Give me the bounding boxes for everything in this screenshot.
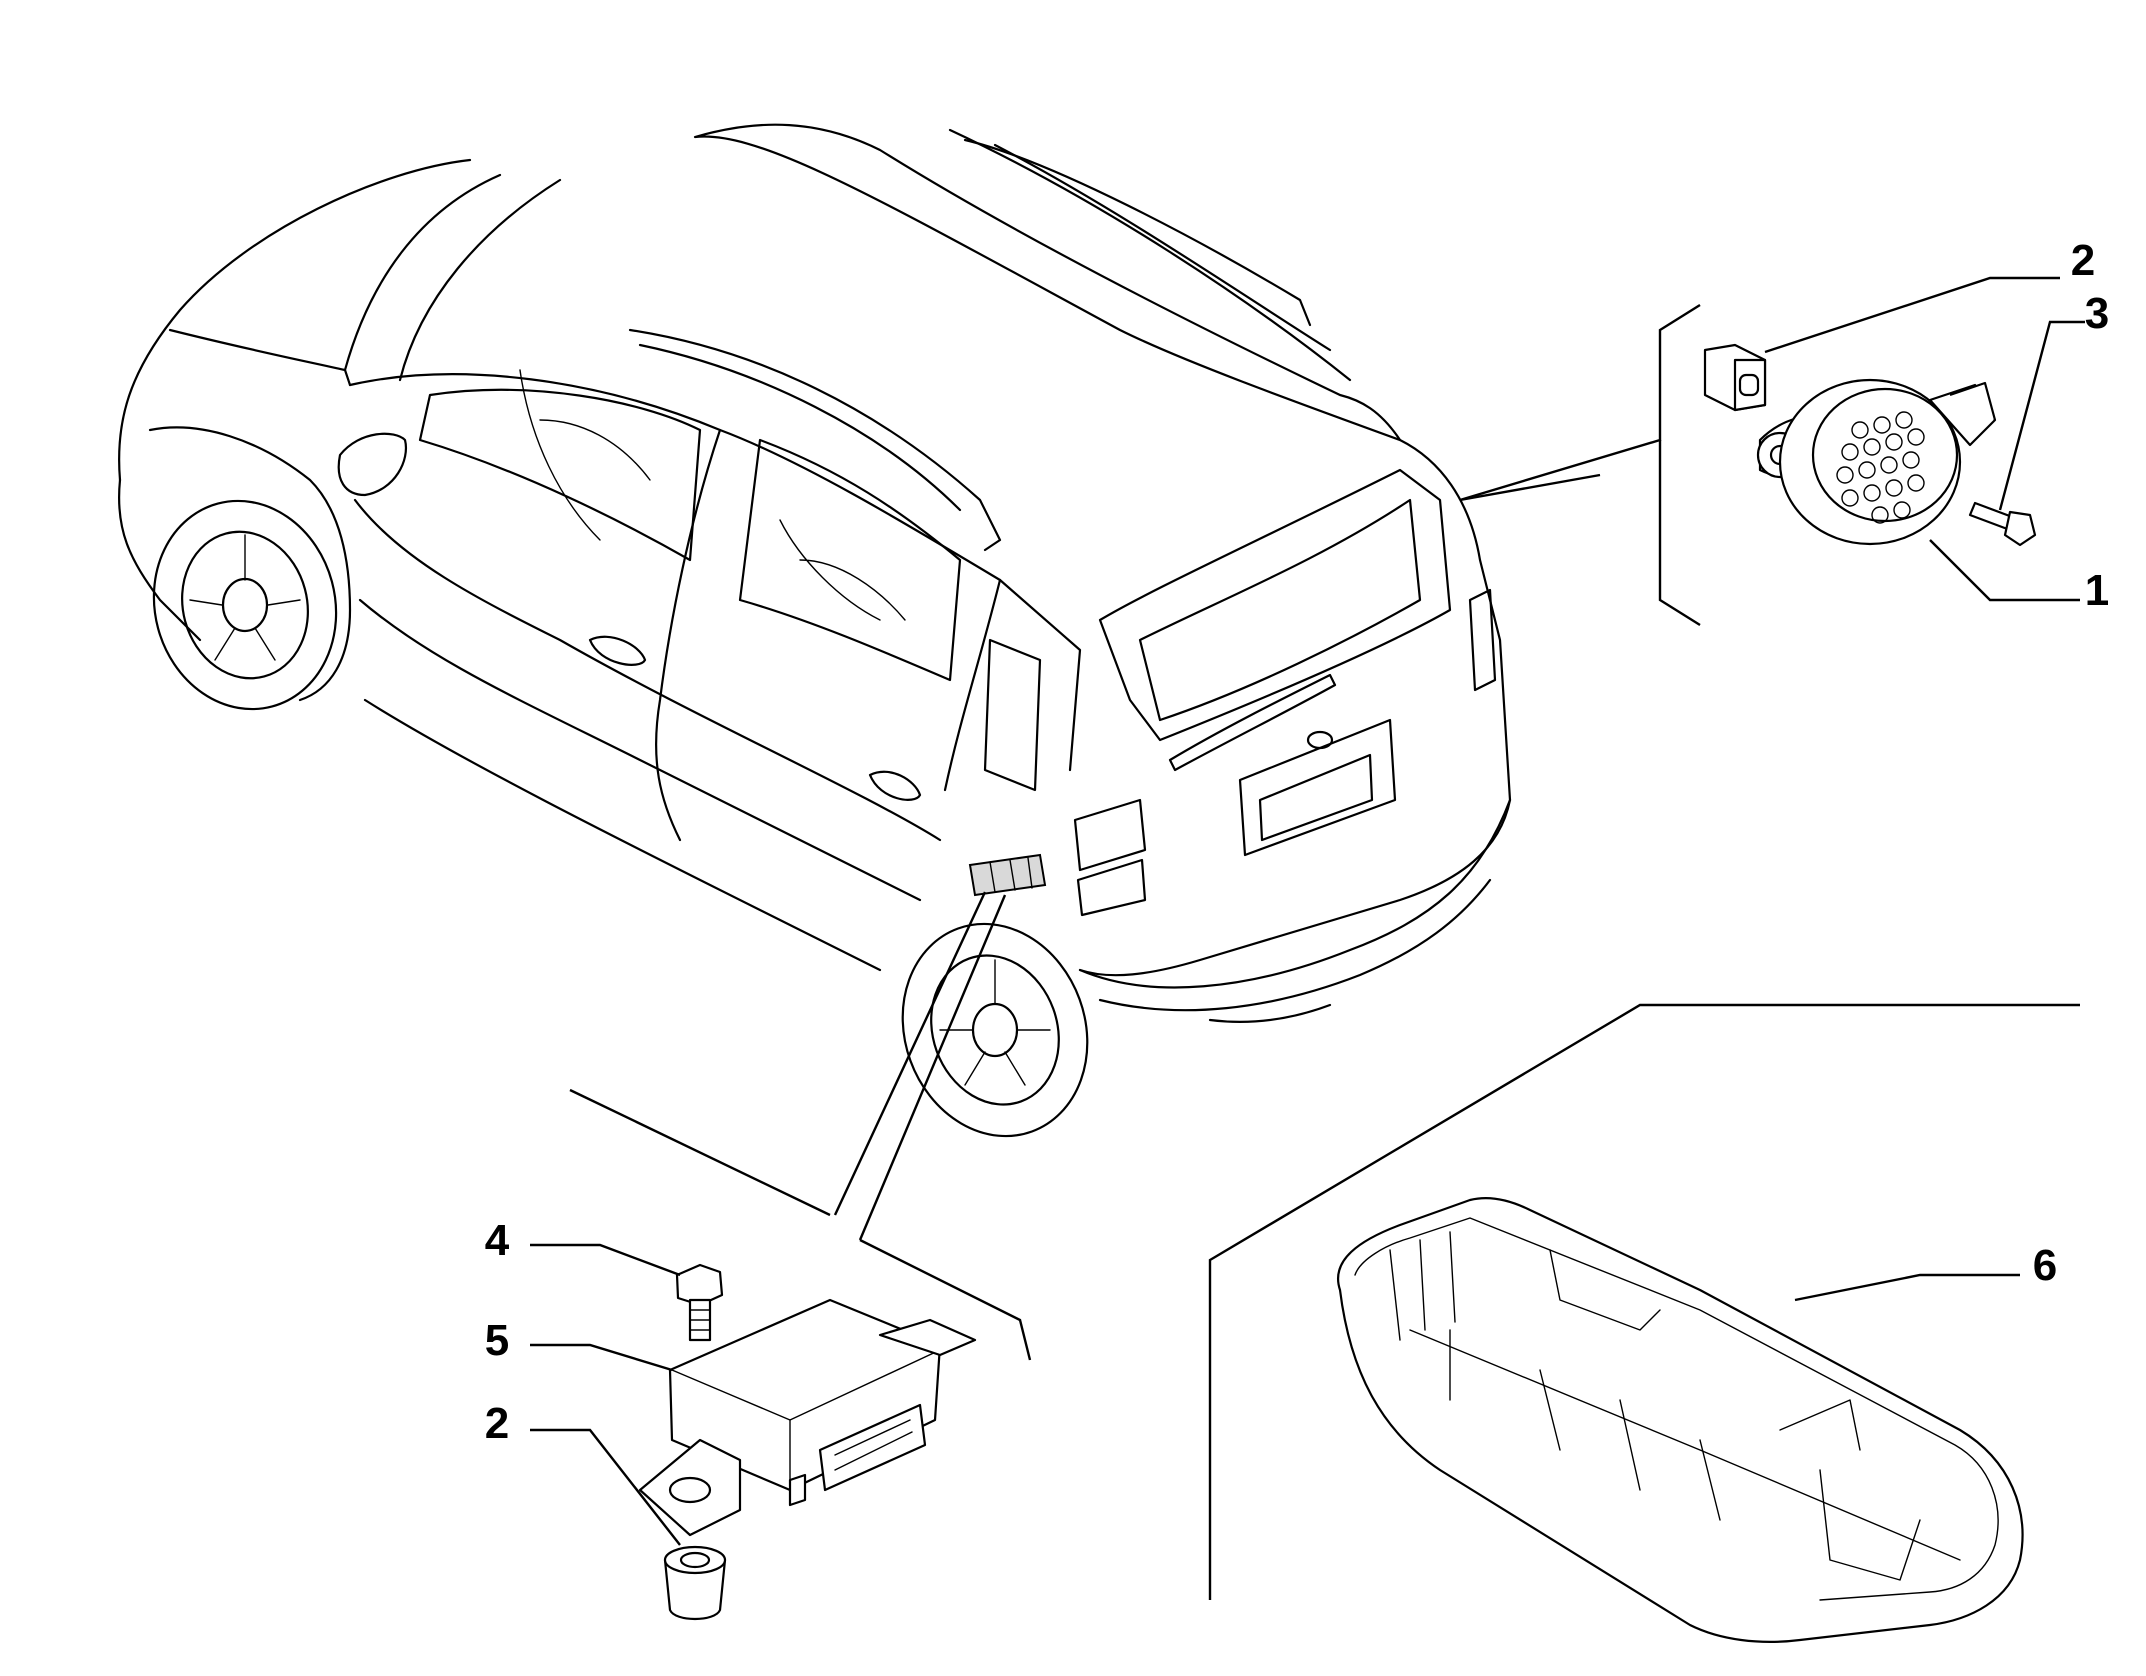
control-module-group [530,1243,977,1620]
sensor-part [1756,378,1997,546]
bolt-part-top [1968,501,2037,547]
callout-5: 5 [485,1316,509,1365]
callout-2-bottom: 2 [485,1399,509,1448]
car-illustration [118,123,1512,1138]
bolt-part-module [675,1263,724,1342]
callout-labels: 2 3 1 4 5 2 6 [485,236,2109,1448]
callout-3: 3 [2085,289,2109,338]
sensor-group-top-right [1703,276,2085,602]
clip-part-module [663,1545,727,1620]
storage-tray-part [1337,1196,2024,1643]
callout-2-top: 2 [2071,236,2095,285]
control-module-part [638,1298,977,1537]
location-pointer-lines [569,303,2080,1600]
sensor-holes [1836,411,1925,524]
clip-part-top [1703,343,1767,412]
callout-6: 6 [2033,1241,2057,1290]
callout-4: 4 [485,1216,510,1265]
callout-1: 1 [2085,566,2109,615]
